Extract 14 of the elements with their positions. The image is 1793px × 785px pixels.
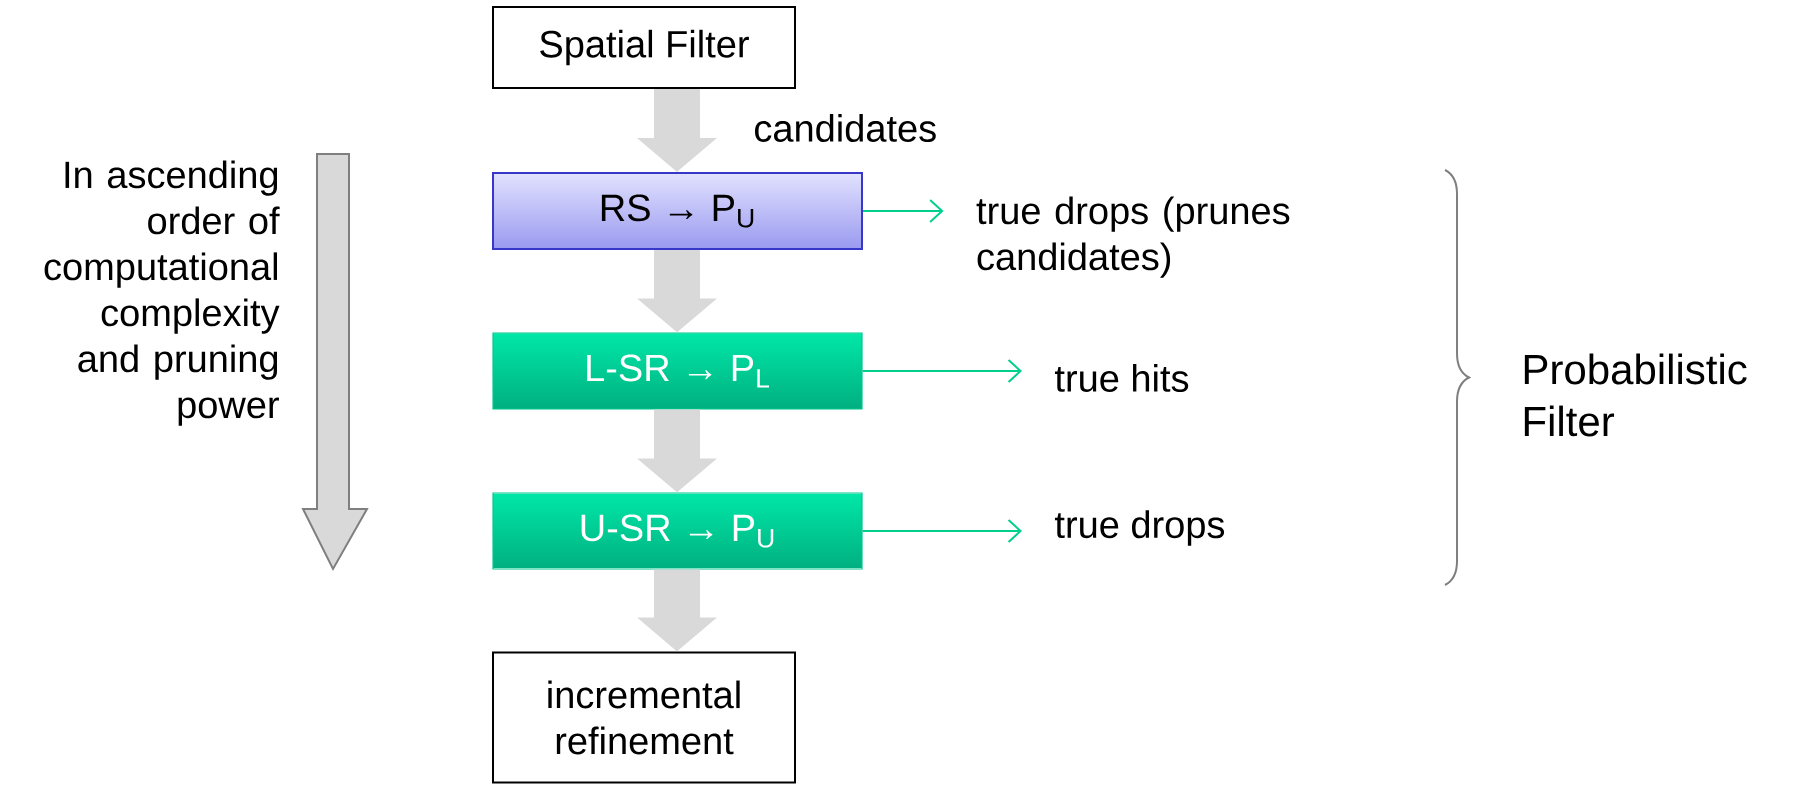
- group-label: Probabilistic Filter: [1524, 353, 1747, 437]
- process-box: U-SR → P$_{U}$: [492, 492, 863, 570]
- process-box: incremental refinement: [492, 651, 796, 784]
- arrow: [862, 199, 944, 223]
- outcome-text: true hits: [1055, 364, 1189, 392]
- arrow: [861, 519, 1022, 543]
- process-box: L-SR → P$_{L}$: [492, 332, 863, 410]
- edge-label: candidates: [751, 112, 940, 144]
- outcome-text: true drops: [1055, 510, 1225, 546]
- process-box: Spatial Filter: [492, 6, 796, 89]
- process-box: RS → P$_{U}$: [492, 172, 863, 250]
- outcome-text: true drops (prunes candidates): [976, 196, 1290, 278]
- side-note: In ascending order of computational complexity and pruning power: [44, 160, 280, 426]
- arrow: [861, 359, 1022, 383]
